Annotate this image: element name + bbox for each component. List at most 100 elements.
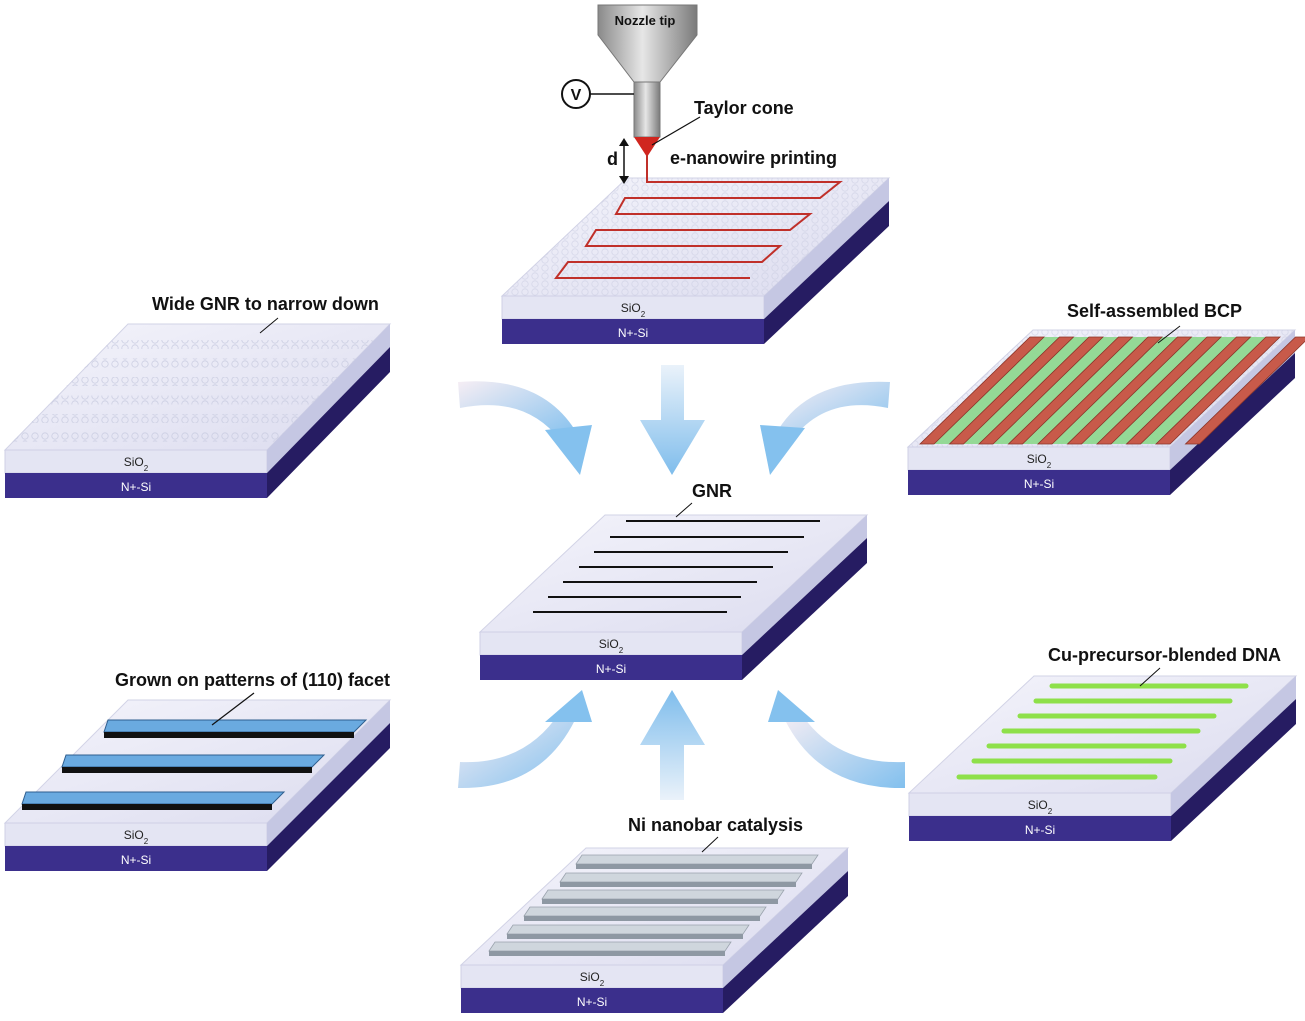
arrow-bottom-left	[458, 712, 575, 789]
bcp-red-stripe	[1037, 336, 1163, 445]
arrow-top-right	[778, 381, 890, 440]
chip-top-nsi-label: N+-Si	[618, 326, 648, 340]
chip-top-si	[502, 319, 764, 344]
arrow-bottom-right	[785, 712, 905, 789]
chip-facet-si	[5, 846, 267, 871]
nozzle-needle	[633, 81, 661, 138]
ni-bar-top	[541, 889, 785, 900]
chip-gnr-si	[480, 655, 742, 680]
chip-dna-si-side	[1171, 699, 1296, 841]
ni-pointer	[701, 836, 719, 853]
chip-wide-si	[5, 473, 267, 498]
distance-arrowhead-up	[619, 138, 629, 146]
wide-gnr-stripe	[66, 377, 339, 386]
gnr-pointer	[675, 502, 693, 518]
facet-bar-side	[62, 767, 312, 773]
chip-dna-sio2-side	[1171, 676, 1296, 816]
ni-nanobar-label: Ni nanobar catalysis	[628, 815, 803, 835]
taylor-cone-label: Taylor cone	[694, 98, 794, 118]
wide-gnr-stripe	[12, 432, 285, 442]
arrow-up-center	[640, 690, 705, 800]
wide-gnr-pointer	[259, 317, 279, 334]
chip-wide-sio2-side	[267, 324, 390, 473]
arrow-bottom-right-head	[768, 690, 815, 722]
bcp-red-stripe	[1096, 336, 1222, 445]
facet-pointer	[211, 692, 255, 726]
chip-ni-sio2-side	[723, 848, 848, 988]
ni-bar-side	[560, 882, 796, 887]
bcp-red-stripe	[978, 336, 1104, 445]
chip-gnr-sio2-label: SiO2	[599, 637, 624, 655]
chip-wide-nsi-label: N+-Si	[121, 480, 151, 494]
ni-bar-side	[524, 916, 760, 921]
chip-facet-nsi-label: N+-Si	[121, 853, 151, 867]
wide-gnr-stripe	[30, 414, 303, 423]
ni-bar-top	[488, 941, 732, 952]
bcp-red-stripe	[1125, 336, 1252, 445]
chip-top-sio2-label: SiO2	[621, 301, 646, 319]
bcp-red-stripe	[948, 336, 1075, 445]
bcp-red-stripe	[1066, 336, 1193, 445]
chip-facet-sio2-label: SiO2	[124, 828, 149, 846]
arrow-top-left	[458, 381, 575, 440]
arrow-top-left-head	[545, 425, 592, 475]
chip-wide-sio2-label: SiO2	[124, 455, 149, 473]
chip-bcp-si-side	[1170, 353, 1295, 495]
taylor-cone-shape	[634, 137, 660, 157]
chip-facet-si-side	[267, 723, 390, 871]
ni-bar-side	[489, 951, 725, 956]
wide-gnr-label: Wide GNR to narrow down	[152, 294, 379, 314]
bcp-pointer	[1157, 325, 1181, 344]
chip-top-si-side	[764, 201, 889, 344]
distance-arrowhead-down	[619, 176, 629, 184]
gnr-label: GNR	[692, 481, 732, 501]
chip-bcp-si	[908, 470, 1170, 495]
facet-bar-top	[103, 719, 368, 733]
distance-label: d	[607, 149, 618, 169]
bcp-red-stripe	[1155, 336, 1281, 445]
chip-dna-nsi-label: N+-Si	[1025, 823, 1055, 837]
nozzle-tip-label: Nozzle tip	[615, 13, 676, 28]
ni-bar-top	[523, 906, 767, 917]
facet-bar-top	[21, 791, 286, 805]
chip-top-hex	[502, 178, 889, 296]
dna-pointer	[1139, 667, 1161, 687]
chip-bcp-nsi-label: N+-Si	[1024, 477, 1054, 491]
wide-gnr-stripe	[48, 395, 321, 405]
ni-bar-side	[542, 899, 778, 904]
bcp-red-stripe	[919, 336, 1045, 445]
chip-dna-sio2-label: SiO2	[1028, 798, 1053, 816]
grown-on-label: Grown on patterns of (110) facet	[115, 670, 390, 690]
facet-bar-top	[61, 754, 326, 768]
taylor-cone-pointer	[651, 116, 701, 146]
ni-bar-top	[506, 924, 750, 935]
wide-gnr-stripe	[102, 340, 375, 349]
chip-wide-si-side	[267, 347, 390, 498]
voltage-label: V	[571, 87, 582, 104]
ni-bar-top	[575, 854, 819, 865]
nanowire-serpentine	[554, 181, 843, 279]
cu-precursor-label: Cu-precursor-blended DNA	[1048, 645, 1281, 665]
wide-gnr-stripe	[84, 358, 357, 368]
chip-ni-nsi-label: N+-Si	[577, 995, 607, 1009]
ni-bar-side	[576, 864, 812, 869]
e-nanowire-label: e-nanowire printing	[670, 148, 837, 168]
chip-dna-si	[909, 816, 1171, 841]
arrow-top-right-head	[760, 425, 805, 475]
ni-bar-top	[559, 872, 803, 883]
self-assembled-label: Self-assembled BCP	[1067, 301, 1242, 321]
chip-gnr-sio2-side	[742, 515, 867, 655]
chip-bcp-sio2-label: SiO2	[1027, 452, 1052, 470]
bcp-red-stripe	[1007, 336, 1134, 445]
facet-bar-side	[104, 732, 354, 738]
chip-ni-si-side	[723, 871, 848, 1013]
ni-bar-side	[507, 934, 743, 939]
chip-ni-sio2-label: SiO2	[580, 970, 605, 988]
facet-bar-side	[22, 804, 272, 810]
arrow-bottom-left-head	[545, 690, 592, 722]
chip-top-sio2-side	[764, 178, 889, 319]
